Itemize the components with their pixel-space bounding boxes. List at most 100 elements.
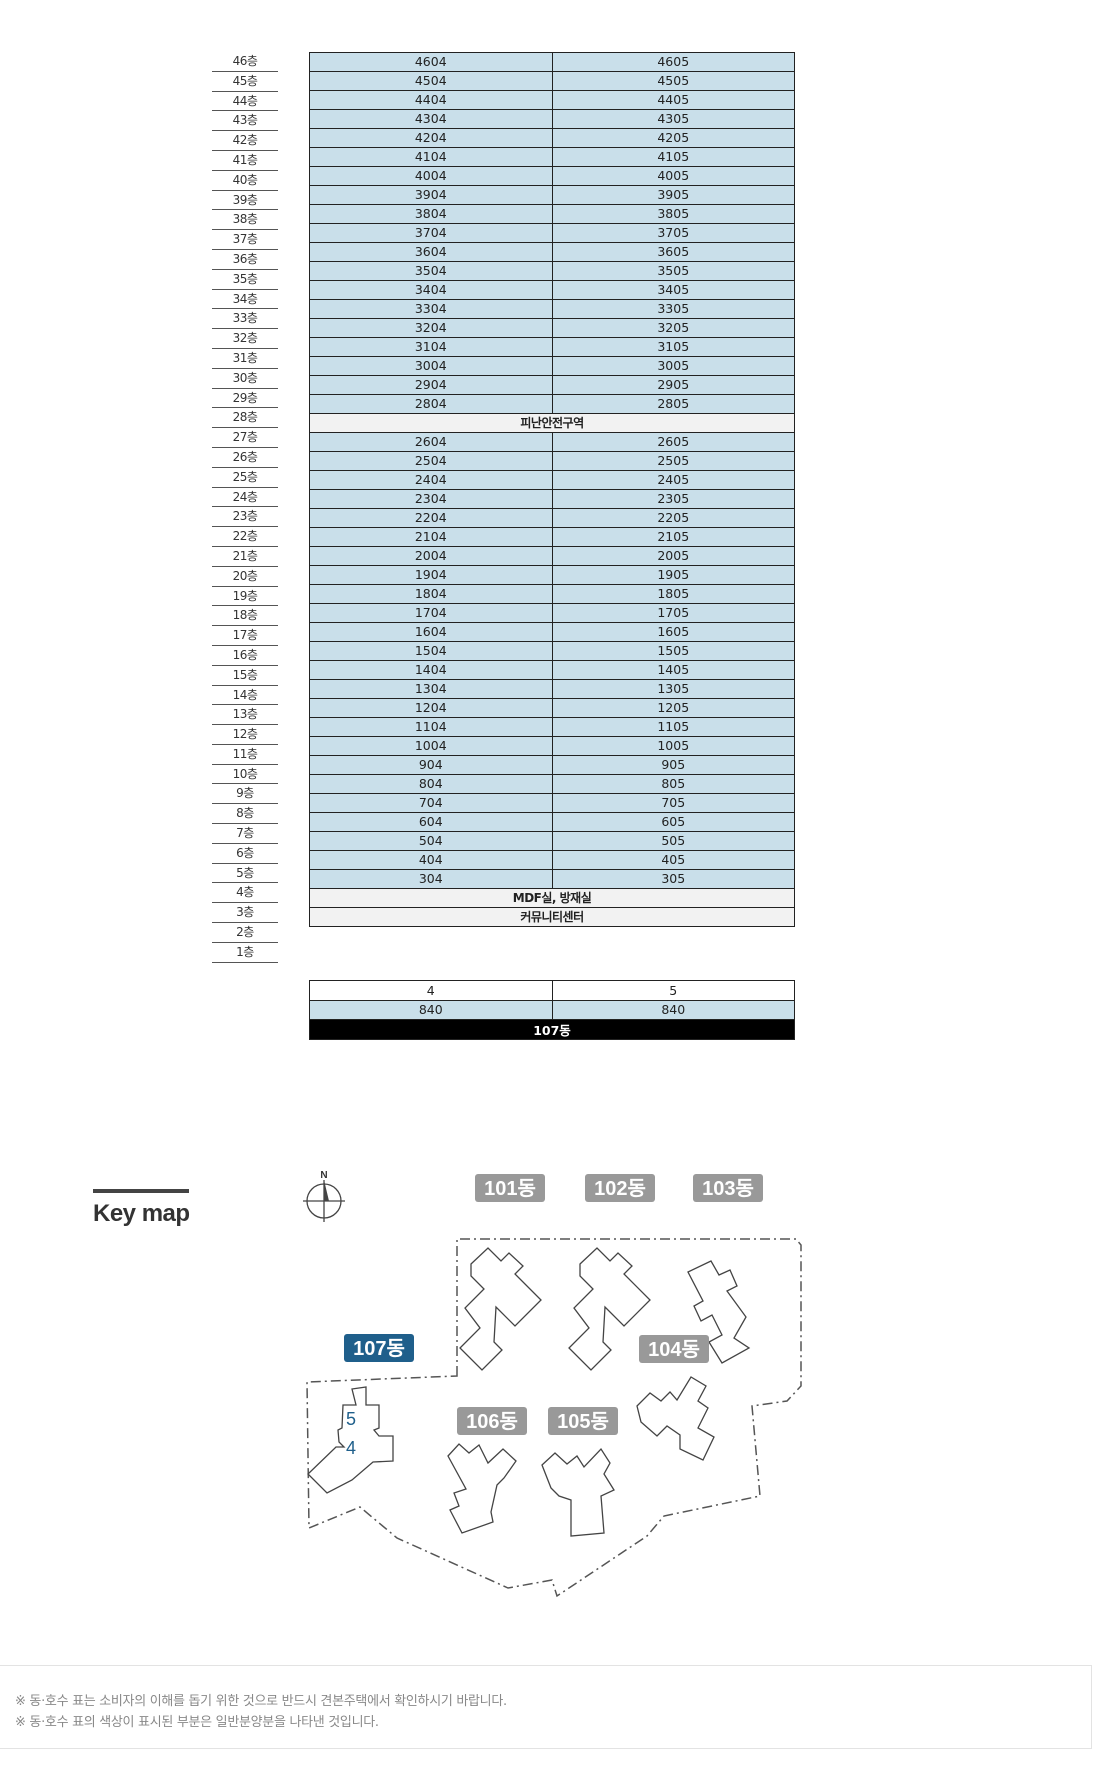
unit-cell: 3904 <box>309 185 553 205</box>
unit-cell: 1804 <box>309 584 553 604</box>
unit-cell: 2805 <box>551 394 795 414</box>
floor-label: 10층 <box>212 765 278 785</box>
unit-cell: 1305 <box>551 679 795 699</box>
unit-cell: 3905 <box>551 185 795 205</box>
unit-cell: 1004 <box>309 736 553 756</box>
unit-cell: 4204 <box>309 128 553 148</box>
building-tag-105: 105동 <box>548 1407 618 1435</box>
unit-cell: 4304 <box>309 109 553 129</box>
floor-label: 35층 <box>212 270 278 290</box>
floor-label: 43층 <box>212 111 278 132</box>
unit-cell: 904 <box>309 755 553 775</box>
floor-label: 39층 <box>212 191 278 211</box>
floor-label: 22층 <box>212 527 278 547</box>
floor-label: 5층 <box>212 864 278 884</box>
table-row: 커뮤니티센터 <box>309 907 795 927</box>
building-tag-103: 103동 <box>693 1174 763 1202</box>
floor-label: 30층 <box>212 369 278 389</box>
unit-cell: 4405 <box>551 90 795 110</box>
building-tag-106: 106동 <box>457 1407 527 1435</box>
svg-text:105동: 105동 <box>557 1411 609 1433</box>
building-103-outline <box>687 1260 751 1364</box>
summary-table: 4 5 840 840 107동 <box>309 980 795 1040</box>
unit-cell: 4505 <box>551 71 795 91</box>
unit-cell: 1504 <box>309 641 553 661</box>
note-line: ※ 동·호수 표는 소비자의 이해를 돕기 위한 것으로 반드시 견본주택에서 … <box>15 1694 507 1709</box>
unit-cell: 3604 <box>309 242 553 262</box>
unit-cell: 1404 <box>309 660 553 680</box>
unit-cell: 2904 <box>309 375 553 395</box>
unit-cell: 304 <box>309 869 553 889</box>
floor-label: 4층 <box>212 883 278 904</box>
unit-cell: 3205 <box>551 318 795 338</box>
unit-cell: 4504 <box>309 71 553 91</box>
floor-label: 38층 <box>212 210 278 231</box>
unit-cell: 505 <box>551 831 795 851</box>
building-105-outline <box>541 1447 615 1537</box>
unit-cell: 404 <box>309 850 553 870</box>
unit-cell: 2205 <box>551 508 795 528</box>
floor-label: 11층 <box>212 745 278 765</box>
special-floor-cell: 피난안전구역 <box>309 413 795 433</box>
floor-label: 1층 <box>212 943 278 963</box>
special-floor-cell: 커뮤니티센터 <box>309 907 795 927</box>
site-key-map: N 5 4 101동 102동 103동 104동 105동 106동 <box>303 1170 802 1598</box>
unit-cell: 1704 <box>309 603 553 623</box>
unit-cell: 4404 <box>309 90 553 110</box>
special-floor-cell: MDF실, 방재실 <box>309 888 795 908</box>
line-number-row: 4 5 <box>309 980 795 1001</box>
floor-label: 24층 <box>212 488 278 508</box>
building-107-outline <box>307 1386 394 1494</box>
floor-label: 36층 <box>212 250 278 270</box>
unit-cell: 805 <box>551 774 795 794</box>
unit-cell: 3405 <box>551 280 795 300</box>
floor-label: 34층 <box>212 290 278 310</box>
building-tag-102: 102동 <box>585 1174 655 1202</box>
unit-cell: 804 <box>309 774 553 794</box>
unit-cell: 2604 <box>309 432 553 452</box>
unit-cell: 3005 <box>551 356 795 376</box>
unit-cell: 2005 <box>551 546 795 566</box>
unit-cell: 2905 <box>551 375 795 395</box>
unit-cell: 4104 <box>309 147 553 167</box>
unit-cell: 2404 <box>309 470 553 490</box>
unit-cell: 2105 <box>551 527 795 547</box>
unit-cell: 2305 <box>551 489 795 509</box>
line-number-cell: 5 <box>551 980 795 1001</box>
unit-cell: 1904 <box>309 565 553 585</box>
unit-cell: 4005 <box>551 166 795 186</box>
table-row: MDF실, 방재실 <box>309 888 795 908</box>
unit-cell: 1304 <box>309 679 553 699</box>
unit-cell: 1405 <box>551 660 795 680</box>
svg-text:101동: 101동 <box>484 1178 536 1200</box>
north-label: N <box>320 1170 327 1181</box>
building-row: 107동 <box>309 1019 795 1040</box>
floor-label: 12층 <box>212 725 278 745</box>
floor-label: 33층 <box>212 309 278 330</box>
floor-label: 13층 <box>212 705 278 726</box>
floor-label: 6층 <box>212 844 278 864</box>
line-5-label: 5 <box>346 1409 356 1429</box>
